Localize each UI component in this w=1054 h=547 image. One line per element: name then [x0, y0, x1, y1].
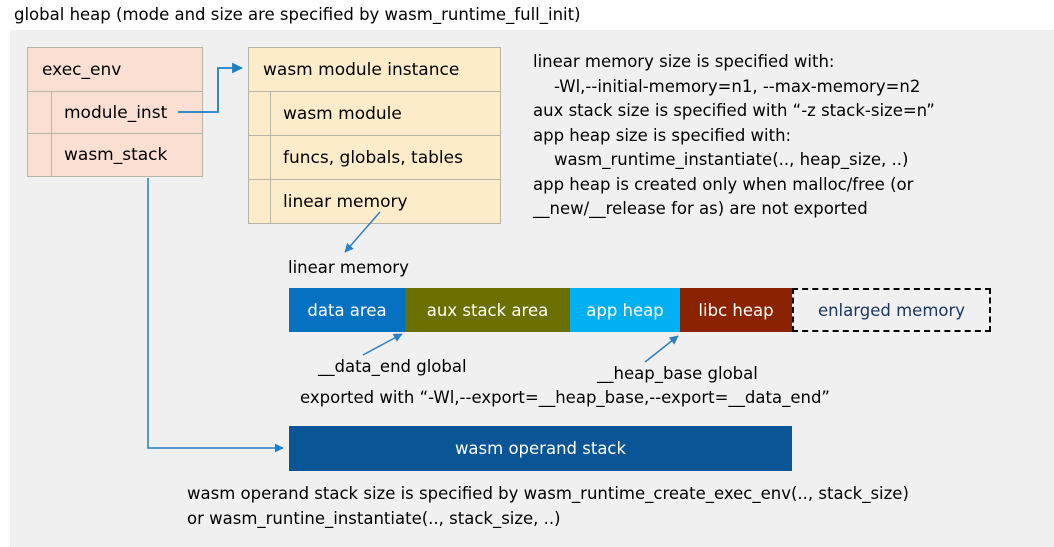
memory-segment: aux stack area: [405, 288, 570, 332]
exec-env-row-wasm-stack: wasm_stack: [28, 134, 202, 176]
exec-env-box: exec_env module_inst wasm_stack: [27, 47, 203, 177]
annotation-exported-with: exported with “-Wl,--export=__heap_base,…: [300, 388, 830, 407]
indent-column: [249, 92, 271, 135]
module-instance-field-label: funcs, globals, tables: [283, 147, 463, 168]
linear-memory-bar: data area aux stack area app heap libc heap…: [289, 288, 991, 332]
wasm-module-instance-box: wasm module instance wasm module funcs, …: [248, 47, 501, 224]
exec-env-field-label: module_inst: [64, 102, 168, 123]
memory-segment-label: aux stack area: [426, 300, 549, 320]
memory-segment-label: data area: [307, 300, 387, 320]
page-title: global heap (mode and size are specified…: [14, 5, 581, 24]
indent-column: [28, 134, 52, 176]
indent-column: [249, 136, 271, 179]
memory-segment-label: app heap: [586, 300, 664, 320]
linear-memory-caption: linear memory: [288, 258, 409, 277]
module-instance-field-label: linear memory: [283, 192, 408, 212]
memory-segment: enlarged memory: [792, 288, 991, 332]
indent-column: [249, 180, 271, 224]
memory-segment: app heap: [570, 288, 680, 332]
memory-segment-label: enlarged memory: [817, 300, 966, 320]
module-instance-field-label: wasm module: [283, 103, 402, 124]
wasm-module-instance-header: wasm module instance: [249, 48, 500, 92]
operand-stack-notes: wasm operand stack size is specified by …: [187, 484, 909, 528]
module-instance-row-wasm-module: wasm module: [249, 92, 500, 136]
module-instance-row-linear-memory: linear memory: [249, 180, 500, 224]
exec-env-field-label: wasm_stack: [64, 145, 168, 165]
module-instance-row-funcs-globals-tables: funcs, globals, tables: [249, 136, 500, 180]
memory-segment: data area: [289, 288, 405, 332]
memory-segment: libc heap: [680, 288, 792, 332]
wasm-operand-stack-bar: wasm operand stack: [289, 426, 792, 471]
annotation-heap-base: __heap_base global: [597, 364, 758, 383]
indent-column: [28, 92, 52, 133]
linear-memory-notes: linear memory size is specified with: -W…: [533, 52, 935, 218]
exec-env-row-module-inst: module_inst: [28, 92, 202, 134]
annotation-data-end: __data_end global: [318, 357, 467, 376]
exec-env-header: exec_env: [28, 48, 202, 92]
wasm-operand-stack-label: wasm operand stack: [454, 439, 627, 458]
memory-segment-label: libc heap: [698, 300, 774, 320]
